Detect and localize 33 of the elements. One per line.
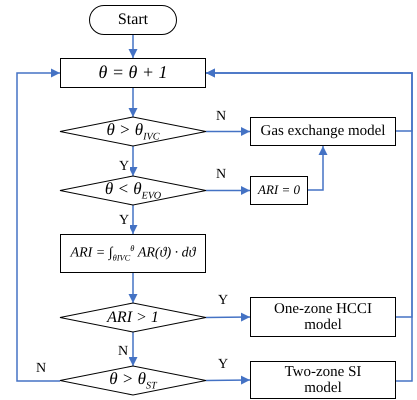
arrow [206, 127, 250, 136]
formula: ARI > 1 [107, 308, 159, 326]
process-box [250, 361, 396, 399]
start-terminal [89, 5, 177, 35]
process-box [250, 117, 396, 146]
edge-label: Y [118, 214, 130, 228]
edge-label: N [117, 345, 130, 359]
arrow [206, 68, 413, 382]
formula: θ > θ$_{ST}$ [109, 370, 157, 392]
box-text: Start [118, 11, 148, 29]
process-box [250, 176, 308, 205]
formula: θ = θ + 1 [98, 63, 168, 83]
arrow [128, 35, 138, 58]
process-box [60, 234, 206, 273]
process-box [250, 297, 396, 337]
arrow [128, 205, 138, 234]
formula: ARI = ∫$_{θIVC}$$^{θ}$ AR(ϑ) · dϑ [70, 244, 196, 263]
arrow [128, 273, 138, 303]
arrow [206, 376, 250, 385]
arrow [128, 88, 138, 117]
arrow [308, 146, 328, 191]
arrow [206, 312, 250, 322]
arrow [206, 186, 250, 195]
arrow [128, 146, 138, 176]
box-text: Two-zone SI model [284, 364, 362, 396]
formula: θ > θ$_{IVC}$ [106, 120, 160, 142]
arrow [16, 68, 60, 382]
process-box [60, 58, 206, 88]
formula: θ < θ$_{EVO}$ [104, 180, 162, 202]
formula: ARI = 0 [258, 183, 300, 198]
arrow [128, 332, 138, 366]
box-text: Gas exchange model [260, 123, 386, 140]
box-text: One-zone HCCI model [273, 300, 373, 334]
